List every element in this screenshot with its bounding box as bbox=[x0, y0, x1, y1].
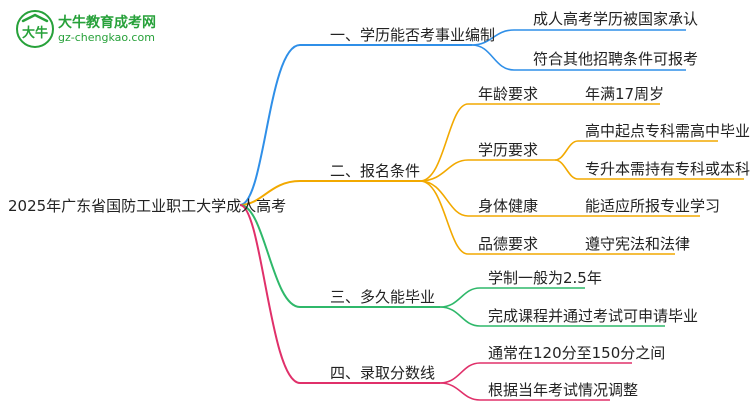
connector-root-branch-4 bbox=[239, 204, 301, 384]
branch-3-connectors bbox=[439, 287, 665, 327]
branch-1-connectors bbox=[471, 29, 686, 71]
connector-b1-c1 bbox=[471, 29, 686, 46]
branch-2-label: 二、报名条件 bbox=[330, 162, 420, 180]
branch-4-child-2: 根据当年考试情况调整 bbox=[488, 381, 638, 399]
branch-3-child-1: 学制一般为2.5年 bbox=[488, 269, 602, 287]
connector-b2-c4 bbox=[419, 180, 555, 255]
connector-b2-c2 bbox=[419, 159, 555, 182]
connector-root-branch-3 bbox=[239, 204, 301, 308]
connector-b2-c2-g2 bbox=[554, 159, 744, 180]
logo-url: gz-chengkao.com bbox=[58, 31, 155, 44]
logo-title: 大牛教育成考网 bbox=[58, 15, 156, 31]
connector-b3-c1 bbox=[439, 287, 585, 308]
morality-requirement-detail: 遵守宪法和法律 bbox=[585, 235, 690, 253]
connector-root-branch-1 bbox=[239, 44, 301, 206]
connector-b1-c2 bbox=[471, 44, 686, 71]
logo-mark-icon: 大牛 bbox=[16, 10, 54, 48]
connector-b4-c2 bbox=[439, 382, 610, 401]
health-requirement-detail: 能适应所报专业学习 bbox=[585, 197, 720, 215]
branch-1-child-2: 符合其他招聘条件可报考 bbox=[533, 50, 698, 68]
site-logo: 大牛 大牛教育成考网 gz-chengkao.com bbox=[14, 8, 174, 54]
branch-1-child-1: 成人高考学历被国家承认 bbox=[533, 10, 698, 28]
connector-b3-c2 bbox=[439, 306, 665, 327]
root-connectors bbox=[239, 44, 301, 384]
branch-3-label: 三、多久能毕业 bbox=[330, 288, 435, 306]
connector-b2-c3 bbox=[419, 180, 555, 217]
branch-2-child-1: 年龄要求 bbox=[478, 85, 538, 103]
branch-4-label: 四、录取分数线 bbox=[330, 364, 435, 382]
branch-2-connectors bbox=[419, 103, 744, 255]
education-requirement-detail-2: 专升本需持有专科或本科证书 bbox=[585, 160, 750, 178]
age-requirement-detail: 年满17周岁 bbox=[585, 85, 664, 103]
education-requirement-detail-1: 高中起点专科需高中毕业 bbox=[585, 122, 750, 140]
connector-b2-c1 bbox=[419, 103, 555, 182]
root-topic: 2025年广东省国防工业职工大学成人高考 bbox=[8, 197, 286, 215]
connector-b2-c2-g1 bbox=[554, 140, 718, 161]
branch-4-child-1: 通常在120分至150分之间 bbox=[488, 344, 665, 362]
connector-root-branch-2 bbox=[239, 180, 301, 206]
branch-2-child-3: 身体健康 bbox=[478, 197, 538, 215]
branch-2-child-4: 品德要求 bbox=[478, 235, 538, 253]
connector-b4-c1 bbox=[439, 362, 632, 384]
branch-3-child-2: 完成课程并通过考试可申请毕业 bbox=[488, 307, 698, 325]
branch-1-label: 一、学历能否考事业编制 bbox=[330, 26, 495, 44]
branch-underlines bbox=[300, 44, 472, 384]
branch-2-child-2: 学历要求 bbox=[478, 141, 538, 159]
branch-4-connectors bbox=[439, 362, 632, 401]
logo-mark-text: 大牛 bbox=[22, 25, 48, 41]
